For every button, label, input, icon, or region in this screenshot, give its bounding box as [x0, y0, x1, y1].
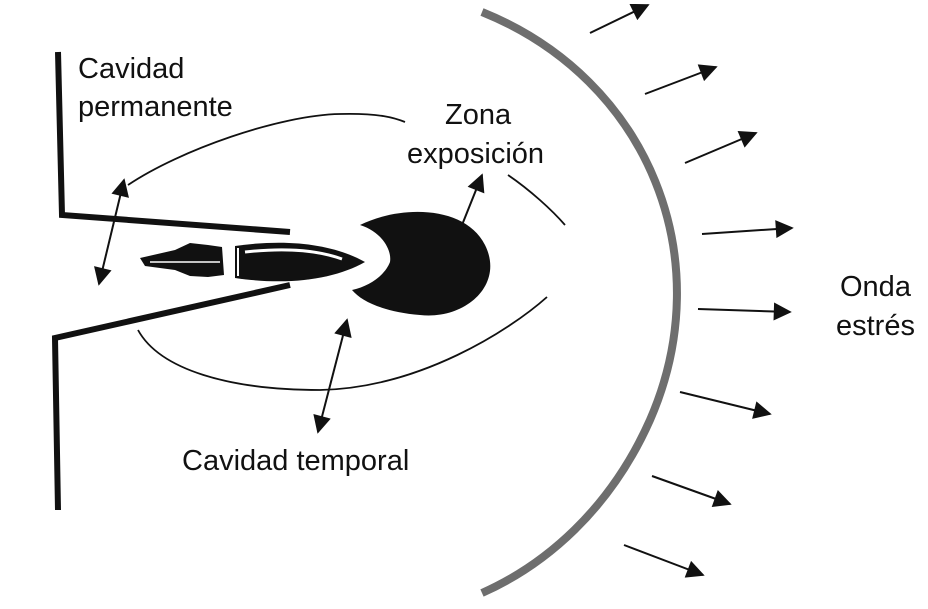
- stress-arrow: [624, 545, 703, 575]
- stress-arrow: [645, 67, 716, 94]
- temporary-cavity-arrow: [318, 320, 347, 432]
- stress-arrow: [680, 392, 770, 414]
- permanent-cavity-arrow: [99, 180, 124, 284]
- stress-arrow: [698, 309, 790, 312]
- stress-wave-front: [482, 12, 677, 593]
- bullet: [140, 243, 365, 282]
- label-exposure-zone-line2: exposición: [407, 135, 544, 173]
- label-stress-wave-line2: estrés: [836, 307, 915, 345]
- exposure-zone-blob: [352, 212, 490, 316]
- temporary-cavity-lower-curve: [138, 297, 547, 390]
- stress-wave-arrows: [590, 5, 792, 575]
- label-permanent-cavity-line1: Cavidad: [78, 50, 184, 88]
- bullet-body: [235, 243, 365, 282]
- stress-arrow: [652, 476, 730, 504]
- bullet-trail: [140, 243, 224, 277]
- stress-arrow: [590, 5, 648, 33]
- temporary-cavity-right-curve: [508, 175, 565, 225]
- label-exposure-zone-line1: Zona: [445, 96, 511, 134]
- stress-arrow: [702, 228, 792, 234]
- exposure-zone-arrow: [462, 175, 482, 225]
- label-temporary-cavity: Cavidad temporal: [182, 442, 409, 480]
- stress-arrow: [685, 133, 756, 163]
- label-permanent-cavity-line2: permanente: [78, 88, 233, 126]
- label-stress-wave-line1: Onda: [840, 268, 911, 306]
